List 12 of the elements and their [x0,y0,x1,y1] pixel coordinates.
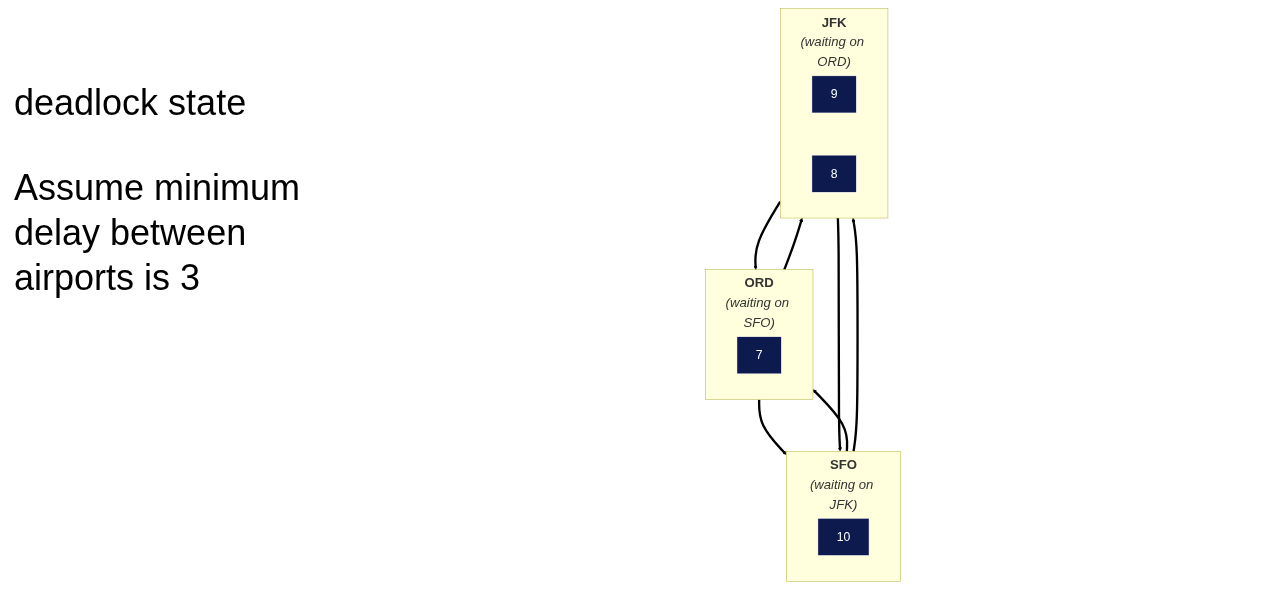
arrow [753,200,782,270]
note-text: deadlock state [14,81,248,125]
arrow [812,389,849,452]
node-box: 10 [817,518,870,556]
arrow [757,399,787,455]
arrow [783,217,804,271]
note-text: Assume minimum delay between airports is 3 [14,166,302,300]
node-box: 9 [811,75,857,114]
node-box: 7 [736,336,782,375]
node-box: 8 [811,154,857,193]
arrow [836,218,842,452]
arrow [851,217,859,452]
